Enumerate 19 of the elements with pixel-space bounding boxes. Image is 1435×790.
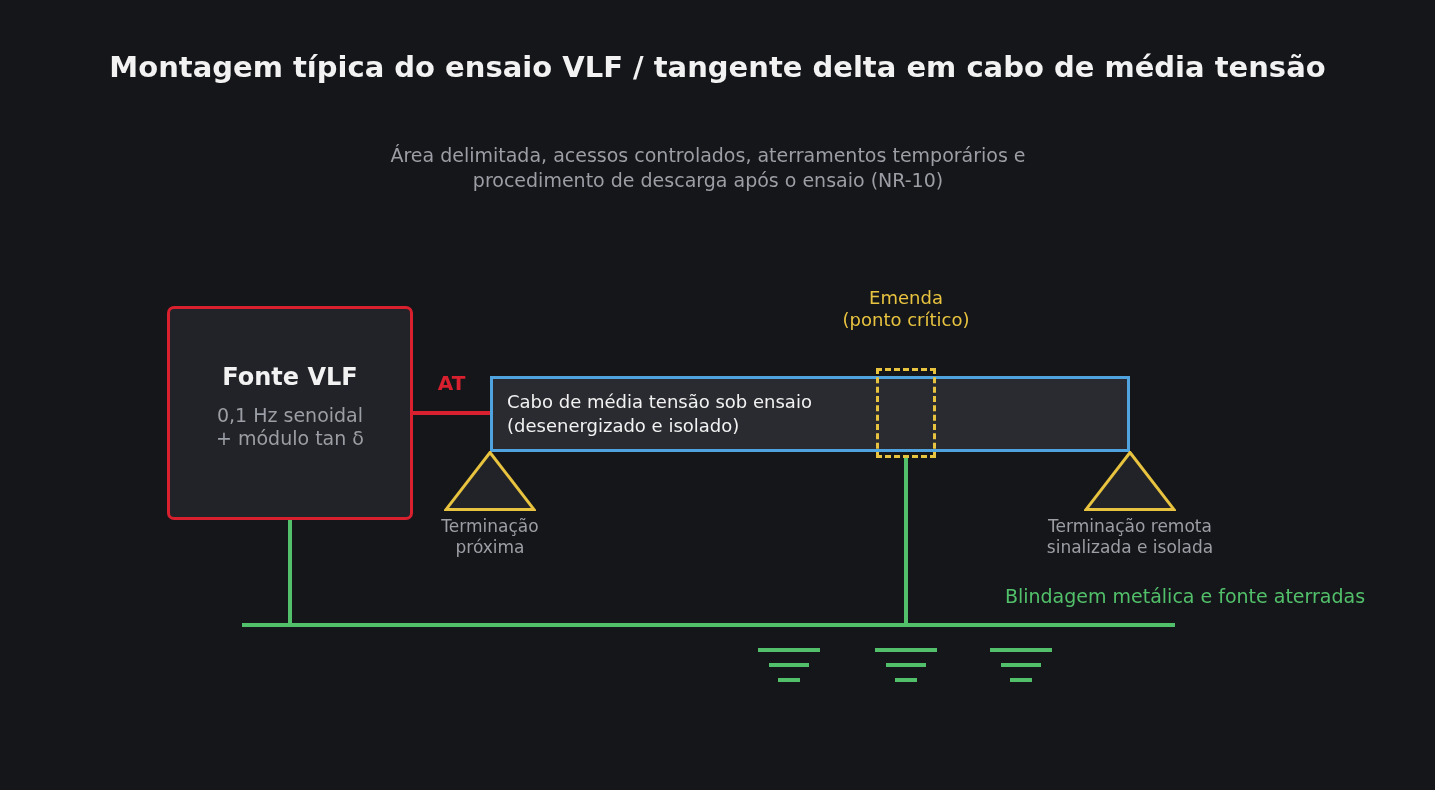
splice-marker xyxy=(876,368,936,458)
termination-triangle xyxy=(444,451,536,511)
diagram-title: Montagem típica do ensaio VLF / tangente delta em cabo de média tensão xyxy=(109,49,1326,86)
ground-bus xyxy=(242,623,1175,627)
box-description: 0,1 Hz senoidal + módulo tan δ xyxy=(215,404,365,450)
cable-label: Cabo de média tensão sob ensaio (desenergizado e isolado) xyxy=(507,390,813,438)
connector-line xyxy=(904,458,908,623)
equipment-box xyxy=(167,306,413,520)
connector-line xyxy=(288,520,292,623)
subtitle: Área delimitada, acessos controlados, aterramentos temporários e procedimento de descarga após o ensaio (NR-10) xyxy=(389,143,1027,193)
connector-line xyxy=(413,411,490,415)
box-title: Fonte VLF xyxy=(222,362,358,392)
termination-triangle xyxy=(1084,451,1176,511)
splice-label: Emenda (ponto crítico) xyxy=(841,287,971,331)
cable-bar xyxy=(490,376,1130,452)
edge-label: AT xyxy=(437,371,466,395)
termination-label: Terminação remota sinalizada e isolada xyxy=(1045,516,1215,558)
grounding-note: Blindagem metálica e fonte aterradas xyxy=(1004,585,1366,608)
termination-label: Terminação próxima xyxy=(440,516,540,558)
